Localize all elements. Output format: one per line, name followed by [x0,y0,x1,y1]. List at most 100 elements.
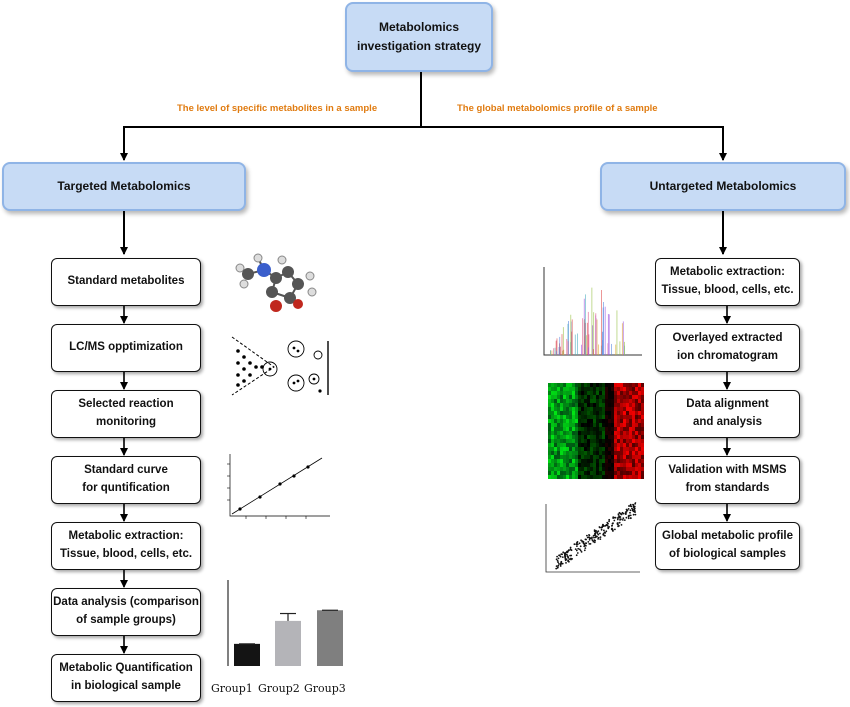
scatter-point [603,531,606,534]
heatmap-cell [617,391,620,395]
heatmap-cell [563,391,566,395]
scatter-point [566,551,569,553]
heatmap-cell [590,427,593,431]
heatmap-cell [566,391,569,395]
heatmap-cell [629,411,632,415]
heatmap-cell [596,439,599,443]
scatter-point [617,515,620,517]
heatmap-cell [608,387,611,391]
heatmap-cell [620,395,623,399]
heatmap-cell [587,455,590,459]
heatmap-cell [599,447,602,451]
heatmap-cell [605,427,608,431]
scatter-point [624,511,627,513]
heatmap-cell [566,415,569,419]
heatmap-cell [629,403,632,407]
heatmap-cell [602,467,605,471]
heatmap-cell [596,415,599,419]
heatmap-cell [593,391,596,395]
scatter-point [632,513,635,516]
heatmap-cell [560,383,563,387]
heatmap-cell [611,387,614,391]
heatmap-cell [581,395,584,399]
heatmap-cell [596,463,599,467]
scatter-axes [545,504,640,573]
heatmap-cell [623,395,626,399]
scatter-point [591,536,593,539]
heatmap-cell [554,467,557,471]
heatmap-cell [575,411,578,415]
scatter-point [605,530,608,533]
scatter-point [616,518,619,521]
targeted-step-3: Selected reaction monitoring [51,390,201,438]
heatmap-cell [596,459,599,463]
heatmap-cell [629,431,632,435]
heatmap-cell [599,415,602,419]
heatmap-cell [551,459,554,463]
heatmap-cell [578,467,581,471]
scatter-point [576,545,578,547]
heatmap-cell [566,455,569,459]
heatmap-cell [560,443,563,447]
heatmap-cell [623,471,626,475]
heatmap-cell [593,459,596,463]
scatter-point [576,552,579,554]
heatmap-cell [551,451,554,455]
heatmap-cell [557,383,560,387]
heatmap-cell [596,447,599,451]
heatmap-cell [596,427,599,431]
heatmap-cell [566,471,569,475]
scatter-point [608,520,610,523]
heatmap-cell [641,403,644,407]
scatter-point [602,523,604,526]
scatter-point [631,509,634,512]
heatmap-cell [557,395,560,399]
heatmap-cell [575,447,578,451]
step-line2: Tissue, blood, cells, etc. [59,548,193,560]
heatmap-cell [614,475,617,479]
heatmap-cell [551,471,554,475]
heatmap-cell [638,407,641,411]
scatter-point [614,516,617,519]
scatter-point [555,565,558,567]
heatmap-cell [569,411,572,415]
heatmap-cell [572,431,575,435]
heatmap-cell [623,411,626,415]
heatmap-cell [587,403,590,407]
heatmap-cell [632,419,635,423]
heatmap-cell [638,471,641,475]
heatmap-cell [566,387,569,391]
heatmap-cell [629,415,632,419]
scatter-point [618,516,621,519]
heatmap-cell [611,439,614,443]
heatmap-cell [563,443,566,447]
heatmap-cell [587,399,590,403]
heatmap-cell [641,411,644,415]
heatmap-cell [638,411,641,415]
heatmap-cell [602,459,605,463]
heatmap-cell [611,419,614,423]
heatmap-cell [635,439,638,443]
heatmap-cell [635,467,638,471]
heatmap-cell [560,435,563,439]
heatmap-cell [614,383,617,387]
heatmap-cell [611,399,614,403]
heatmap-cell [635,391,638,395]
heatmap-cell [557,475,560,479]
heatmap-cell [563,411,566,415]
scatter-point [580,551,583,553]
heatmap-cell [557,427,560,431]
scatter-point [632,506,635,509]
heatmap-cell [641,419,644,423]
heatmap-cell [557,391,560,395]
heatmap-cell [587,431,590,435]
heatmap-cell [611,431,614,435]
step-line1: Overlayed extracted [672,332,783,345]
heatmap-cell [635,403,638,407]
scatter-point [633,508,636,511]
heatmap-cell [554,471,557,475]
step-line1: Standard metabolites [67,275,185,288]
heatmap-cell [560,447,563,451]
step-line1: Global metabolic profile [662,530,793,543]
heatmap-cell [560,455,563,459]
